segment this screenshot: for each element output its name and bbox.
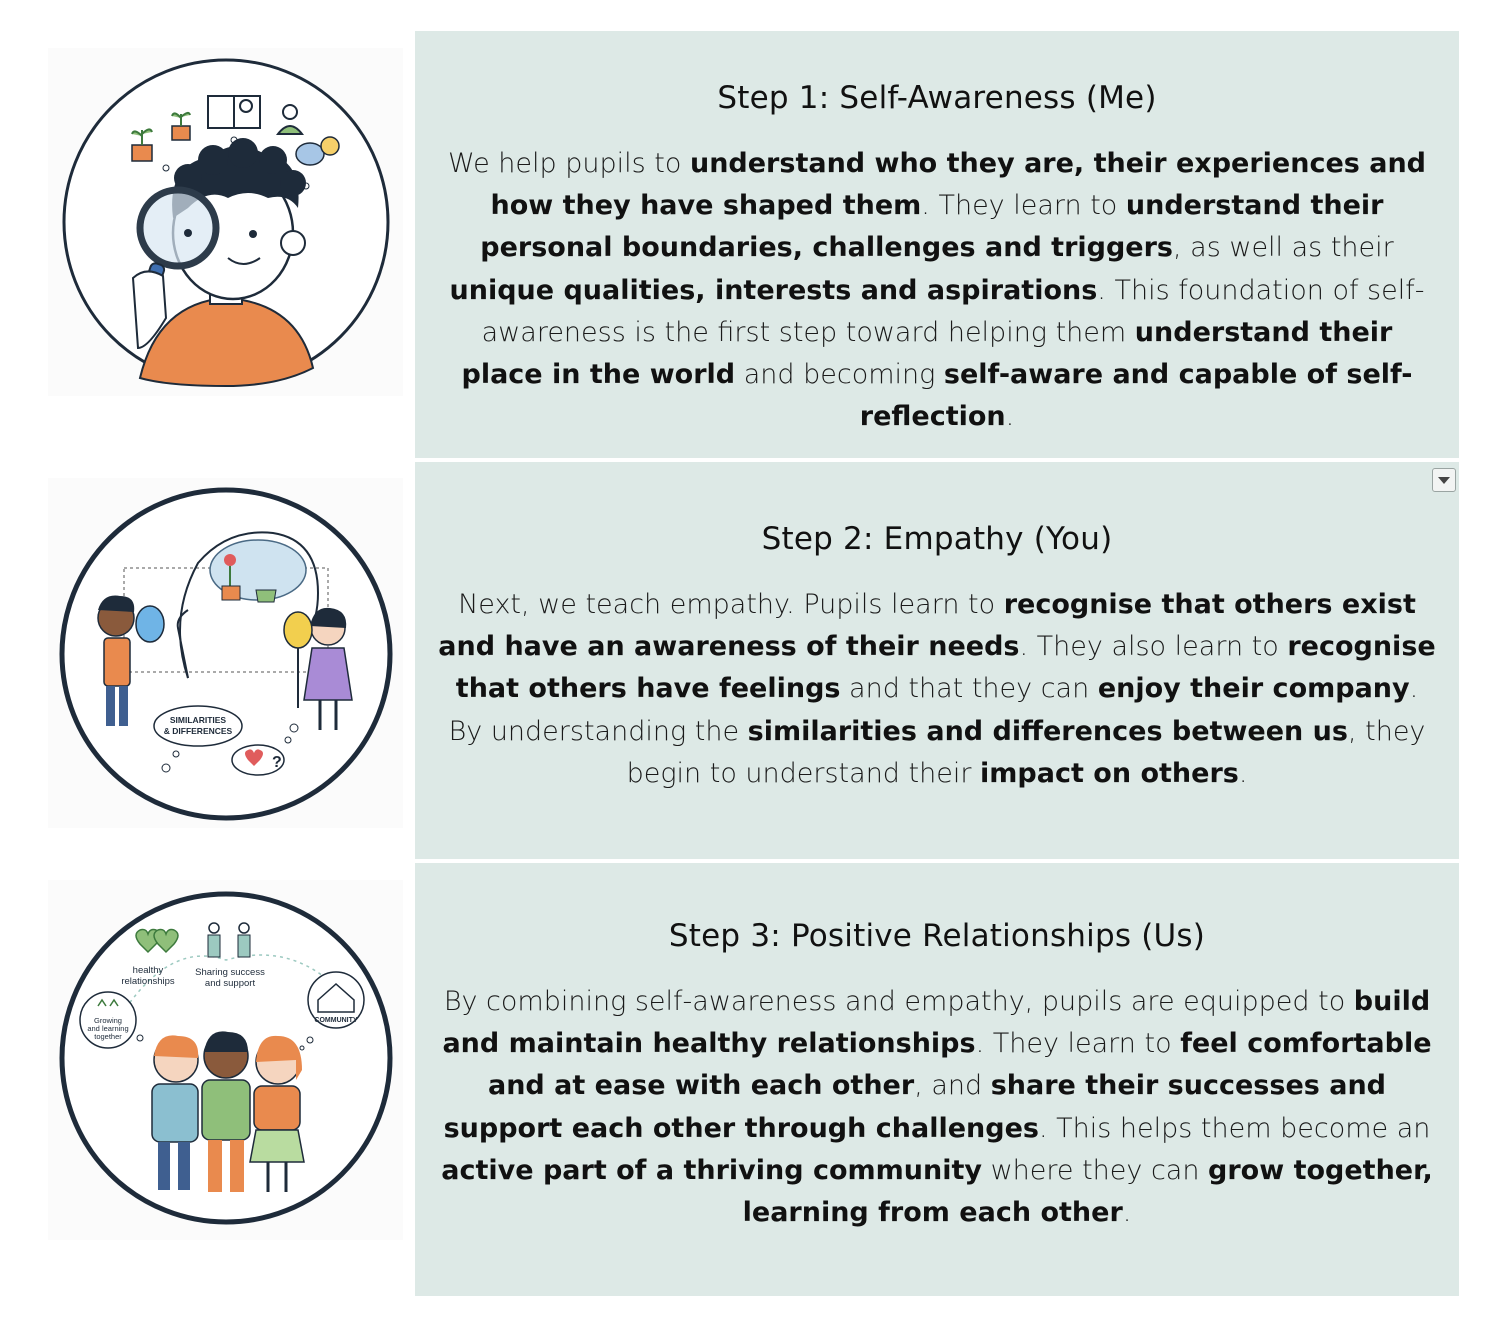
body-text: . This helps them become an: [1038, 1112, 1431, 1144]
step-3-panel: Step 3: Positive Relationships (Us) By c…: [415, 863, 1459, 1296]
emphasis-text: recognise that others have feelings: [455, 631, 1436, 705]
sharing-label: Sharing success: [195, 967, 265, 978]
dropdown-arrow-icon[interactable]: [1432, 468, 1456, 492]
question-mark-label: ?: [272, 754, 282, 771]
emphasis-text: understand their place in the world: [461, 316, 1393, 391]
emphasis-text: understand who they are, their experienc…: [490, 148, 1427, 222]
step-2-row: SIMILARITIES & DIFFERENCES ? Step 2: Emp…: [0, 460, 1490, 860]
body-text: .: [1238, 757, 1248, 789]
support-label: and support: [205, 978, 256, 989]
emphasis-text: unique qualities, interests and aspirati…: [449, 274, 1098, 306]
step-2-title: Step 2: Empathy (You): [761, 521, 1113, 557]
body-text: .: [1005, 401, 1015, 433]
body-text: , as well as their: [1173, 232, 1394, 264]
growing-label: Growing: [94, 1016, 122, 1025]
emphasis-text: recognise that others exist and have an …: [438, 589, 1416, 663]
emphasis-text: active part of a thriving community: [441, 1154, 982, 1186]
body-text: and becoming: [735, 359, 944, 391]
emphasis-text: understand their personal boundaries, ch…: [480, 190, 1384, 264]
differences-label: & DIFFERENCES: [164, 726, 233, 736]
step-2-panel: Step 2: Empathy (You) Next, we teach emp…: [415, 462, 1459, 859]
positive-relationships-illustration: healthy relationships Sharing success an…: [48, 880, 403, 1240]
body-text: , they begin to understand their: [626, 715, 1426, 789]
step-1-row: Step 1: Self-Awareness (Me) We help pupi…: [0, 0, 1490, 460]
relationships-label: relationships: [121, 976, 175, 987]
emphasis-text: grow together, learning from each other: [742, 1154, 1433, 1229]
healthy-label: healthy: [133, 965, 164, 976]
community-label: COMMUNITY: [314, 1017, 357, 1024]
body-text: where they can: [981, 1154, 1209, 1186]
body-text: . They also learn to: [1019, 631, 1288, 663]
emphasis-text: self-aware and capable of self-reflectio…: [859, 359, 1413, 433]
body-text: . This foundation of self-awareness is t…: [481, 274, 1425, 348]
emphasis-text: feel comfortable and at ease with each o…: [487, 1028, 1432, 1102]
emphasis-text: build and maintain healthy relationships: [442, 986, 1431, 1060]
emphasis-text: similarities and differences between us: [747, 715, 1348, 747]
body-text: We help pupils to: [447, 148, 690, 179]
empathy-illustration: SIMILARITIES & DIFFERENCES ?: [48, 478, 403, 828]
step-1-body: We help pupils to understand who they ar…: [437, 143, 1437, 438]
step-2-body: Next, we teach empathy. Pupils learn to …: [437, 584, 1437, 795]
body-text: and that they can: [840, 673, 1098, 705]
step-3-row: healthy relationships Sharing success an…: [0, 860, 1490, 1300]
body-text: .: [1122, 1197, 1132, 1229]
similarities-label: SIMILARITIES: [170, 715, 227, 725]
together-label: together: [94, 1032, 122, 1041]
body-text: . They learn to: [921, 190, 1126, 222]
self-awareness-illustration: [48, 48, 403, 396]
body-text: Next, we teach empathy. Pupils learn to: [458, 589, 1004, 620]
learning-label: and learning: [87, 1024, 128, 1033]
emphasis-text: share their successes and support each o…: [443, 1070, 1386, 1144]
emphasis-text: impact on others: [980, 757, 1239, 789]
body-text: . By understanding the: [448, 673, 1419, 747]
emphasis-text: enjoy their company: [1097, 673, 1410, 705]
step-3-body: By combining self-awareness and empathy,…: [437, 981, 1437, 1234]
body-text: By combining self-awareness and empathy,…: [443, 986, 1354, 1017]
step-1-title: Step 1: Self-Awareness (Me): [717, 80, 1157, 116]
body-text: , and: [914, 1070, 991, 1102]
body-text: . They learn to: [975, 1028, 1181, 1060]
step-3-title: Step 3: Positive Relationships (Us): [668, 918, 1206, 954]
step-1-panel: Step 1: Self-Awareness (Me) We help pupi…: [415, 31, 1459, 458]
